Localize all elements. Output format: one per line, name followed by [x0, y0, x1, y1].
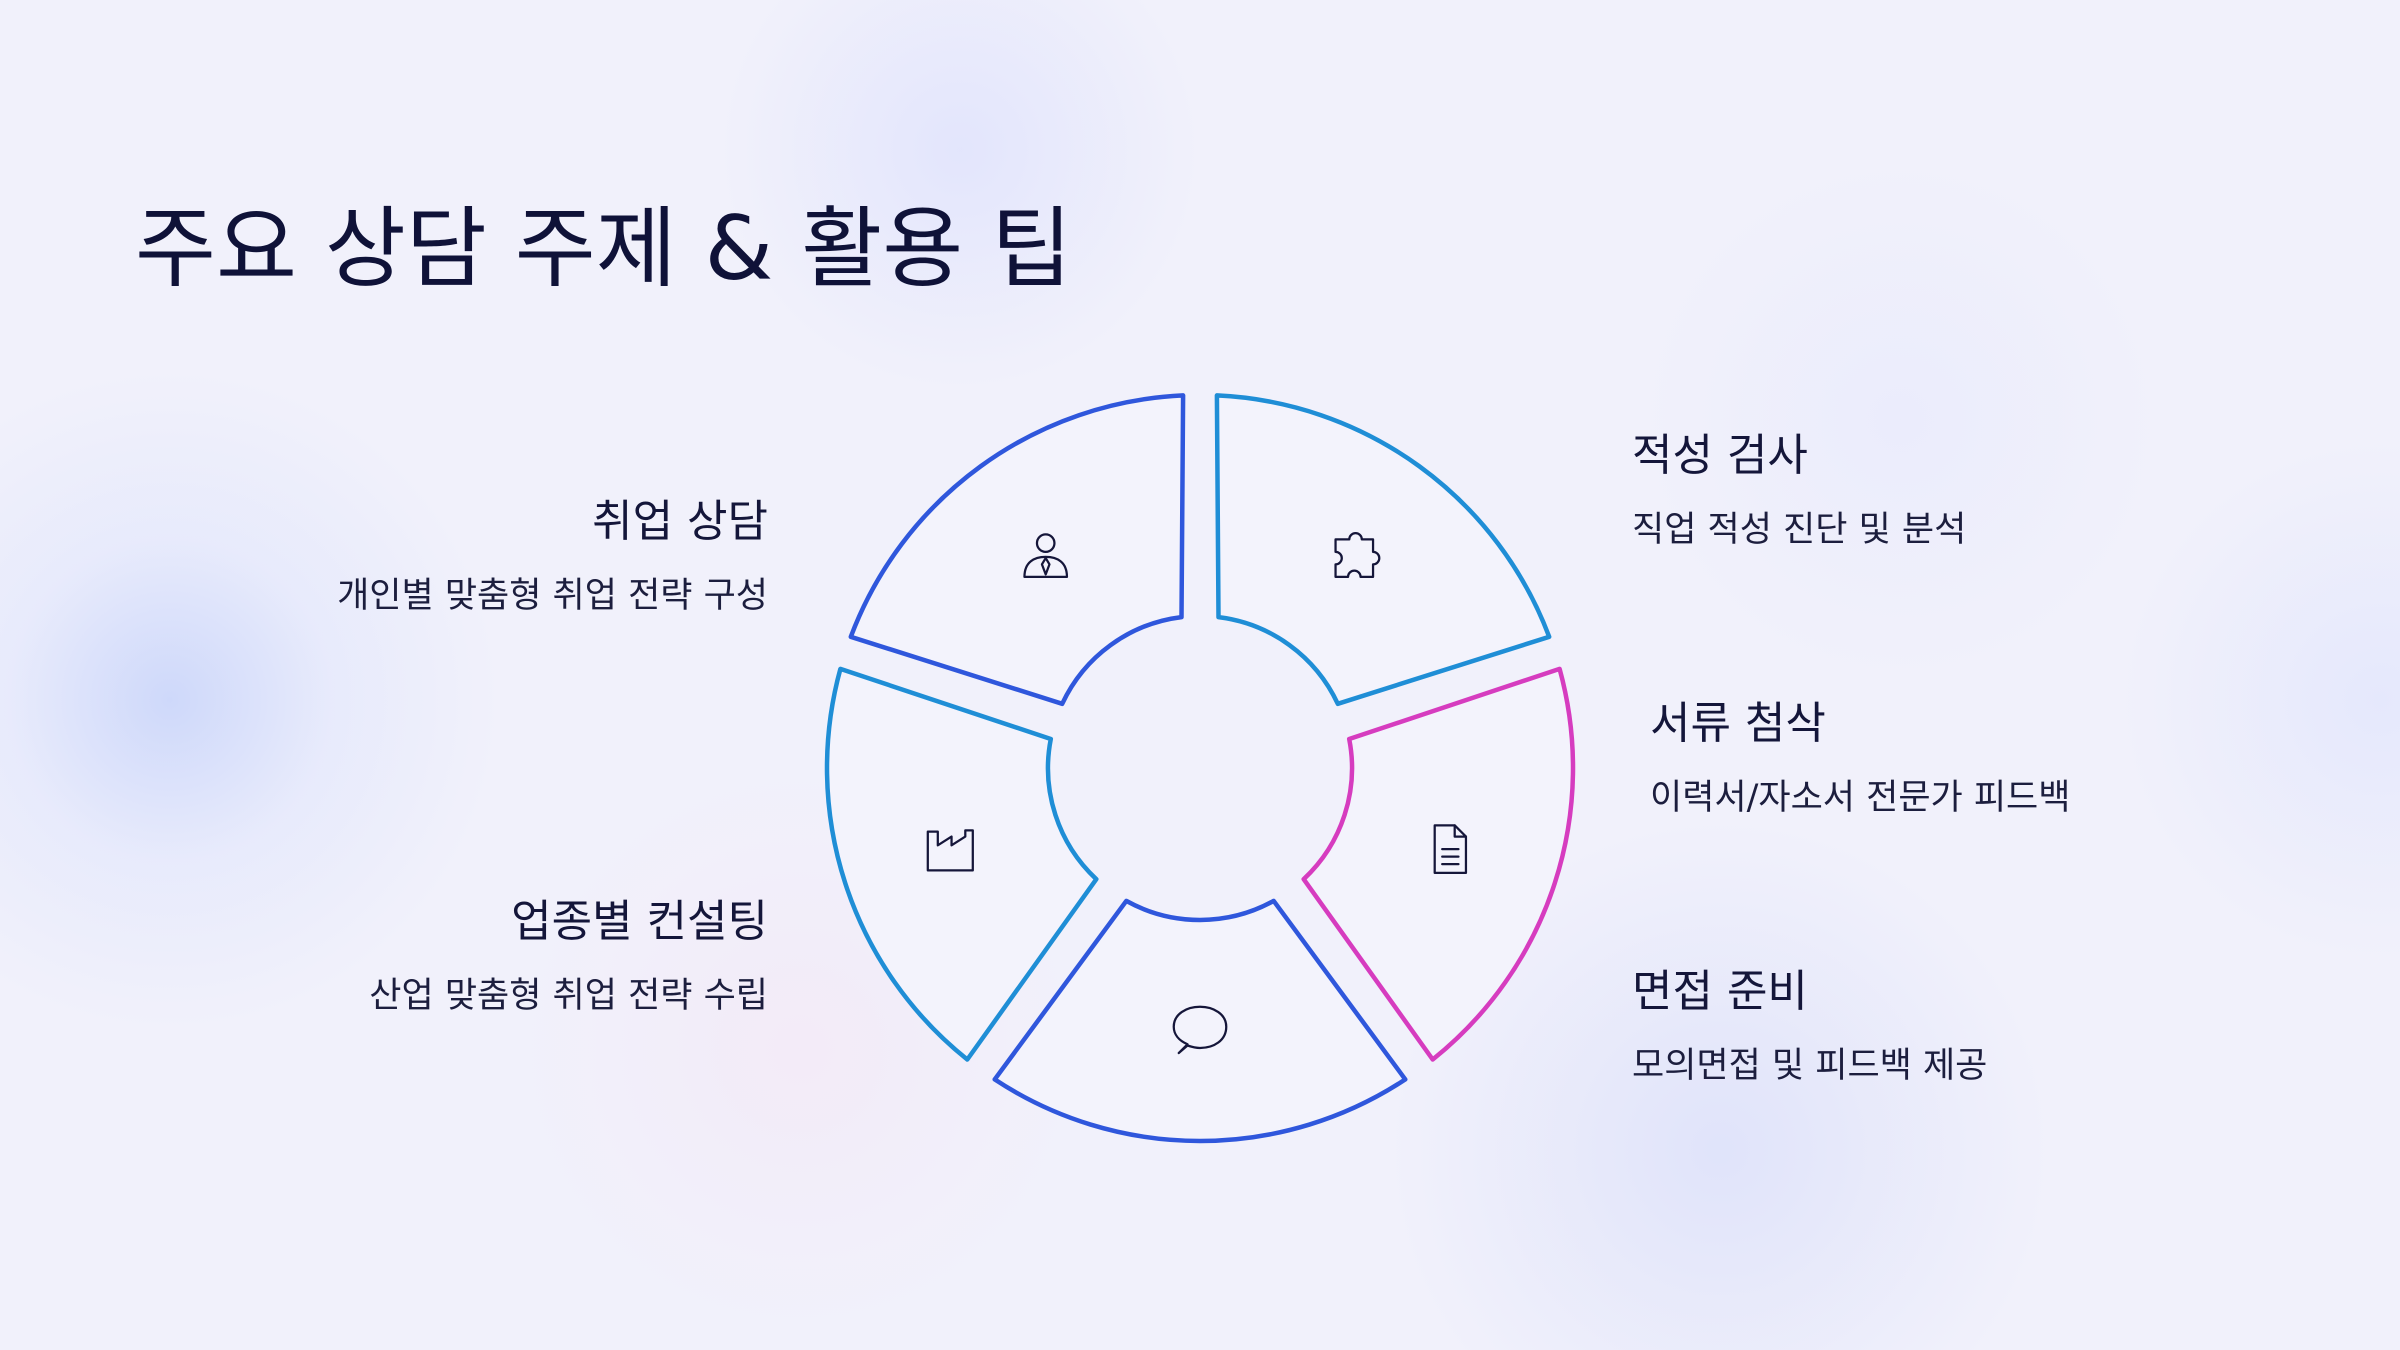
segment-aptitude [1214, 393, 1552, 707]
segment-interview [992, 898, 1408, 1144]
interview-title: 면접 준비 [1632, 966, 1808, 1017]
employment-title: 취업 상담 [592, 496, 768, 547]
documents-desc: 이력서/자소서 전문가 피드백 [1650, 778, 2071, 818]
label-documents: 서류 첨삭 이력서/자소서 전문가 피드백 [1650, 694, 2070, 822]
industry-title: 업종별 컨설팅 [511, 896, 768, 947]
aptitude-title: 적성 검사 [1632, 430, 1808, 481]
segment-employment [848, 393, 1186, 707]
page-title: 주요 상담 주제 & 활용 팁 [135, 197, 1073, 300]
label-interview: 면접 준비 모의면접 및 피드백 제공 [1632, 962, 1987, 1090]
employment-desc: 개인별 맞춤형 취업 전략 구성 [337, 576, 768, 616]
segment-industry [824, 666, 1099, 1062]
aptitude-desc: 직업 적성 진단 및 분석 [1632, 510, 1967, 550]
factory-icon [926, 829, 974, 872]
documents-title: 서류 첨삭 [1650, 698, 1826, 749]
industry-desc: 산업 맞춤형 취업 전략 수립 [369, 976, 768, 1016]
segment-documents [1301, 666, 1576, 1062]
document-icon [1433, 824, 1468, 874]
label-industry: 업종별 컨설팅 산업 맞춤형 취업 전략 수립 [369, 892, 768, 1020]
speech-bubble-icon [1172, 1005, 1228, 1055]
label-aptitude: 적성 검사 직업 적성 진단 및 분석 [1632, 426, 1966, 554]
person-tie-icon [1023, 533, 1069, 578]
label-employment: 취업 상담 개인별 맞춤형 취업 전략 구성 [337, 492, 768, 620]
interview-desc: 모의면접 및 피드백 제공 [1632, 1046, 1988, 1086]
puzzle-icon [1334, 531, 1381, 578]
